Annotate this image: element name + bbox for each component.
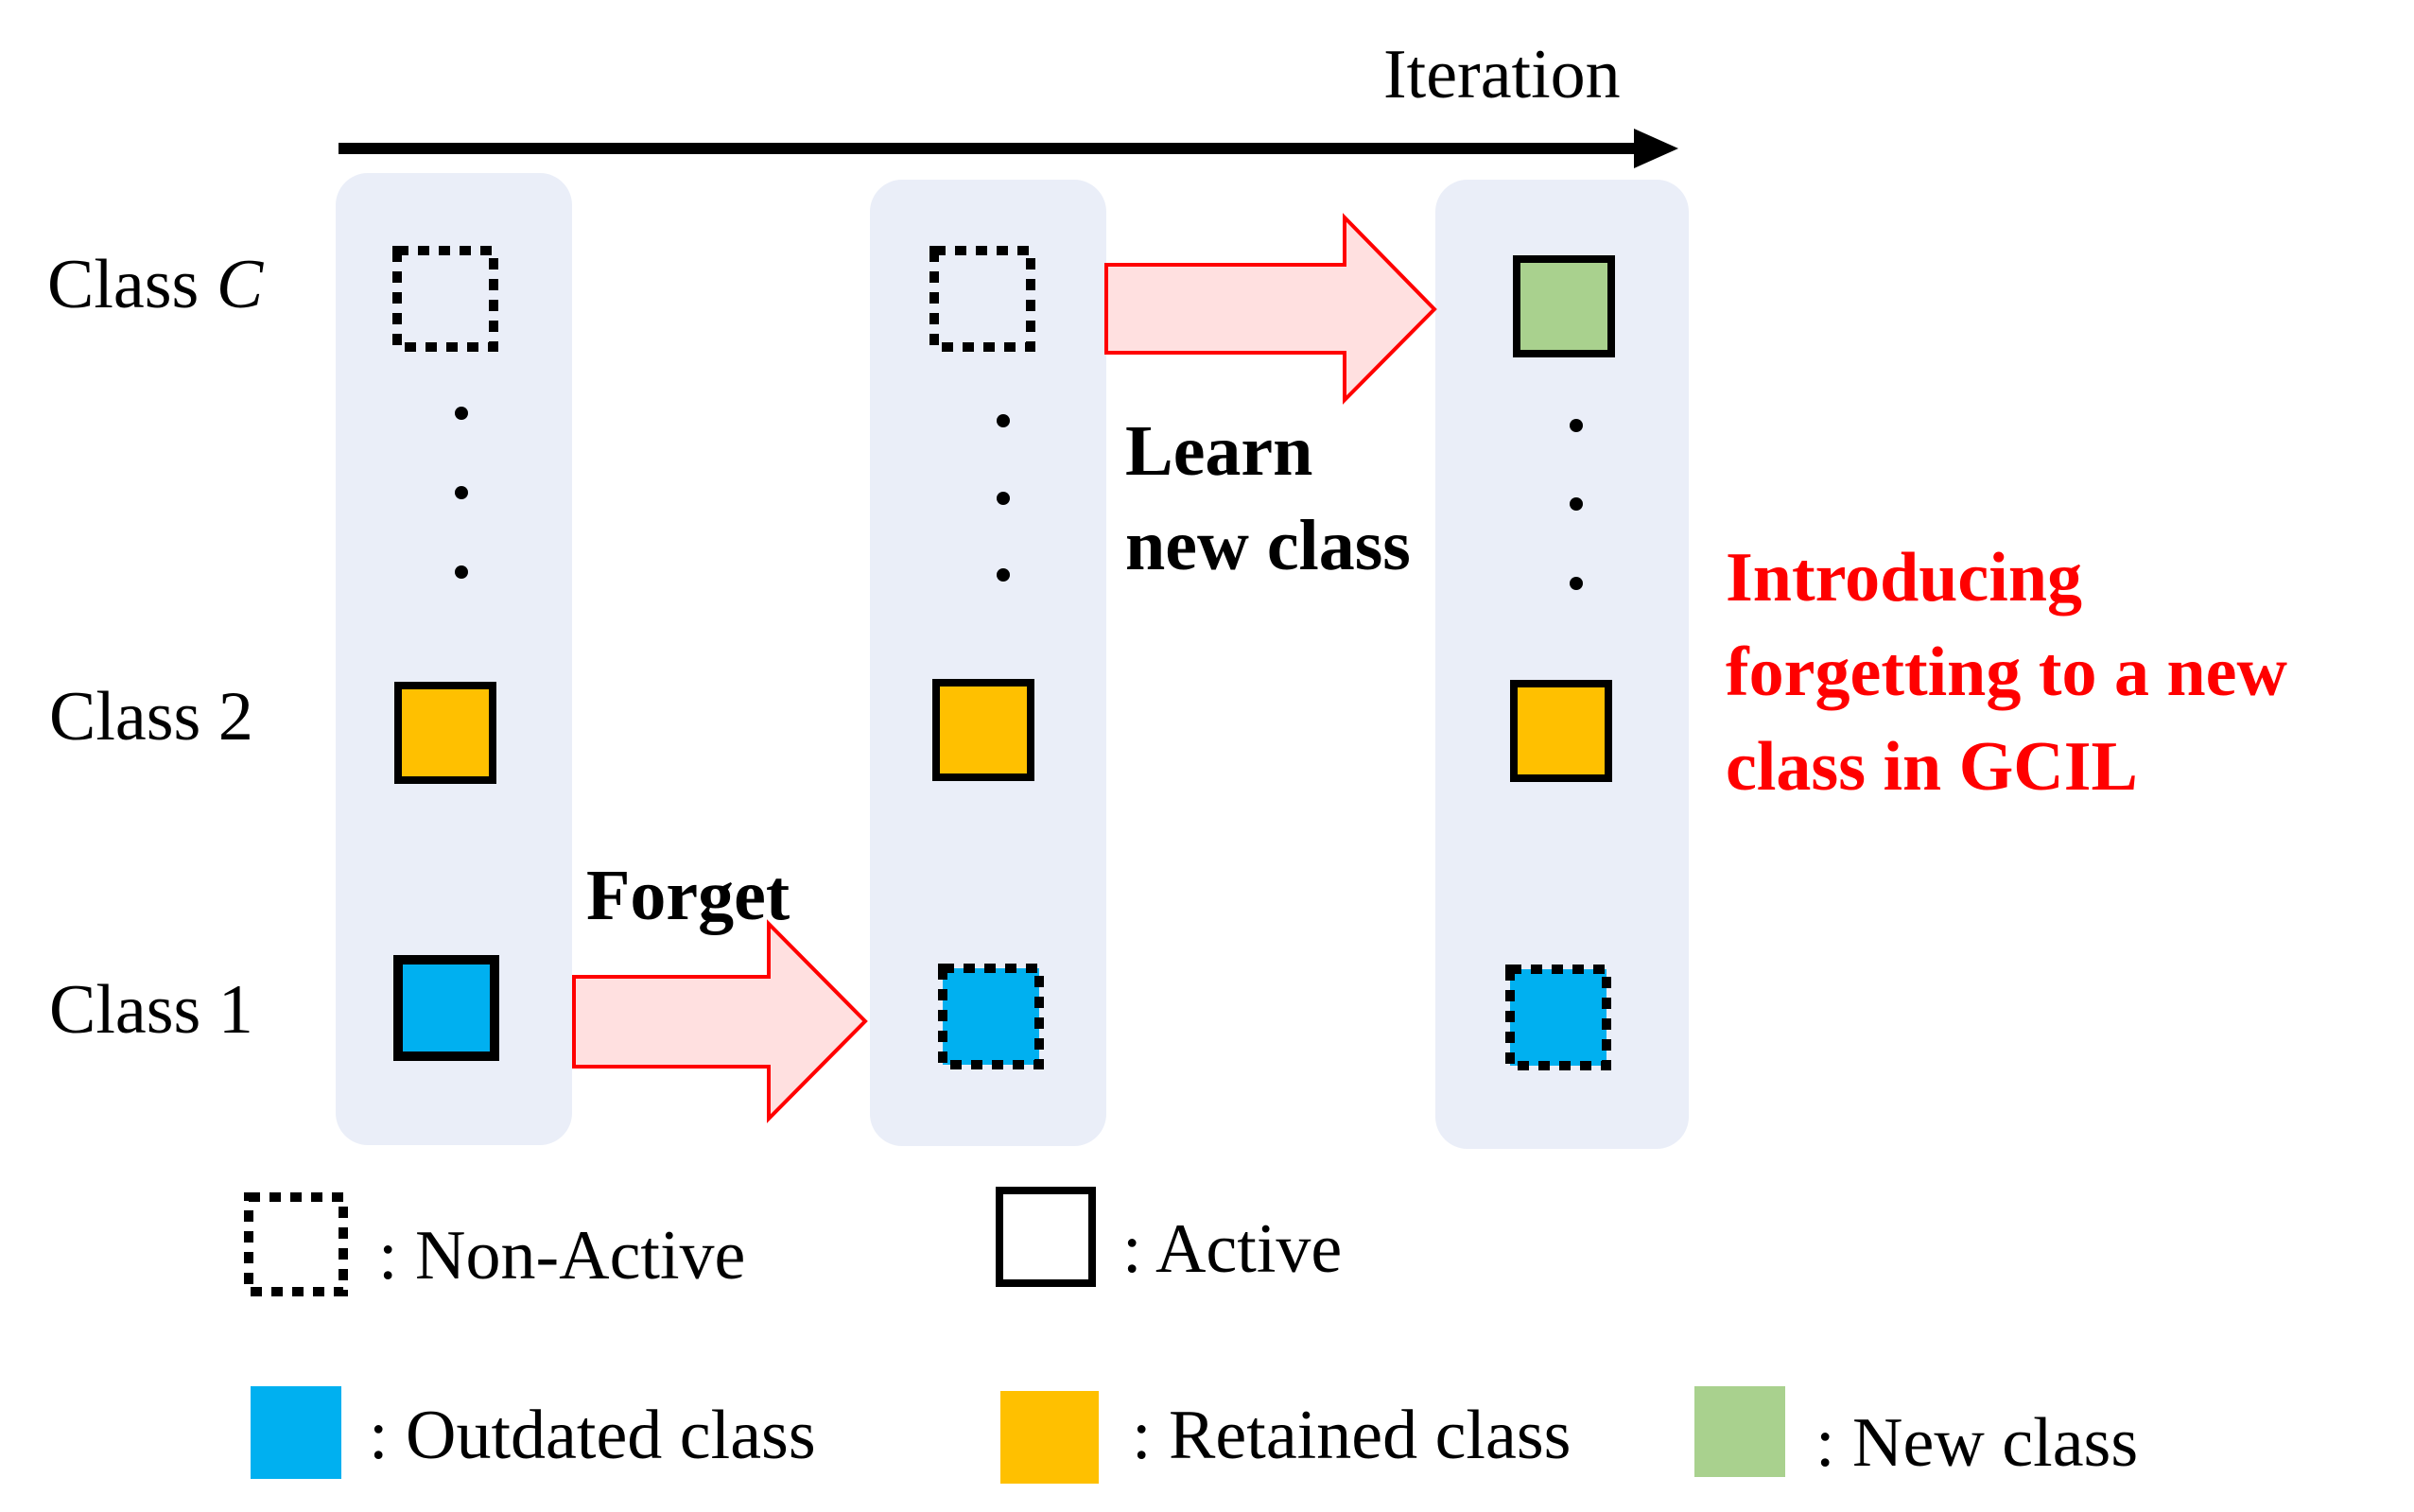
iteration-label: Iteration xyxy=(1383,36,1621,113)
legend-outdated-label: : Outdated class xyxy=(369,1397,816,1474)
col3-class-1-outdated-non-active-square xyxy=(1505,965,1611,1070)
column-before xyxy=(336,173,572,1145)
legend-non-active-label: : Non-Active xyxy=(378,1217,745,1295)
legend-active-square xyxy=(996,1187,1096,1287)
col3-class-c-new-active-square xyxy=(1513,255,1615,357)
legend-retained-swatch xyxy=(1000,1391,1099,1484)
row-label-class-2: Class 2 xyxy=(49,678,253,756)
col1-ellipsis-dot xyxy=(455,486,468,499)
col2-ellipsis-dot xyxy=(997,568,1010,582)
col2-ellipsis-dot xyxy=(997,492,1010,505)
col3-ellipsis-dot xyxy=(1570,497,1583,511)
col1-ellipsis-dot xyxy=(455,565,468,579)
legend-new-swatch xyxy=(1694,1386,1785,1477)
iteration-axis-arrowhead xyxy=(1634,129,1678,168)
col3-ellipsis-dot xyxy=(1570,419,1583,432)
col2-class-2-retained-active-square xyxy=(932,679,1034,781)
learn-label-line1: Learn xyxy=(1125,411,1312,491)
row-label-class-1: Class 1 xyxy=(49,971,253,1049)
col2-ellipsis-dot xyxy=(997,414,1010,427)
callout-line3: class in GCIL xyxy=(1726,728,2138,806)
col1-ellipsis-dot xyxy=(455,407,468,420)
callout-line1: Introducing xyxy=(1726,539,2082,617)
forget-label: Forget xyxy=(586,856,790,935)
forget-arrow xyxy=(572,919,868,1123)
learn-label-line2: new class xyxy=(1125,506,1411,585)
column-after-learn xyxy=(1435,180,1689,1149)
column-after-forget xyxy=(870,180,1106,1146)
col3-ellipsis-dot xyxy=(1570,577,1583,590)
legend-non-active-square xyxy=(244,1192,348,1296)
row-label-class-c: Class C xyxy=(47,246,265,323)
col2-class-1-outdated-non-active-square xyxy=(938,964,1044,1069)
col2-class-c-non-active-square xyxy=(929,246,1035,352)
col1-class-c-non-active-square xyxy=(392,246,498,352)
legend-retained-label: : Retained class xyxy=(1132,1397,1571,1474)
legend-active-label: : Active xyxy=(1122,1210,1342,1288)
callout-line2: forgetting to a new xyxy=(1726,634,2287,711)
legend-outdated-swatch xyxy=(251,1386,341,1479)
class-c-variable: C xyxy=(217,246,265,323)
col3-class-2-retained-active-square xyxy=(1510,680,1612,782)
legend-new-label: : New class xyxy=(1815,1404,2138,1482)
learn-new-class-arrow xyxy=(1104,213,1437,405)
col1-class-2-retained-active-square xyxy=(394,682,496,784)
col1-class-1-outdated-active-square xyxy=(393,955,499,1061)
